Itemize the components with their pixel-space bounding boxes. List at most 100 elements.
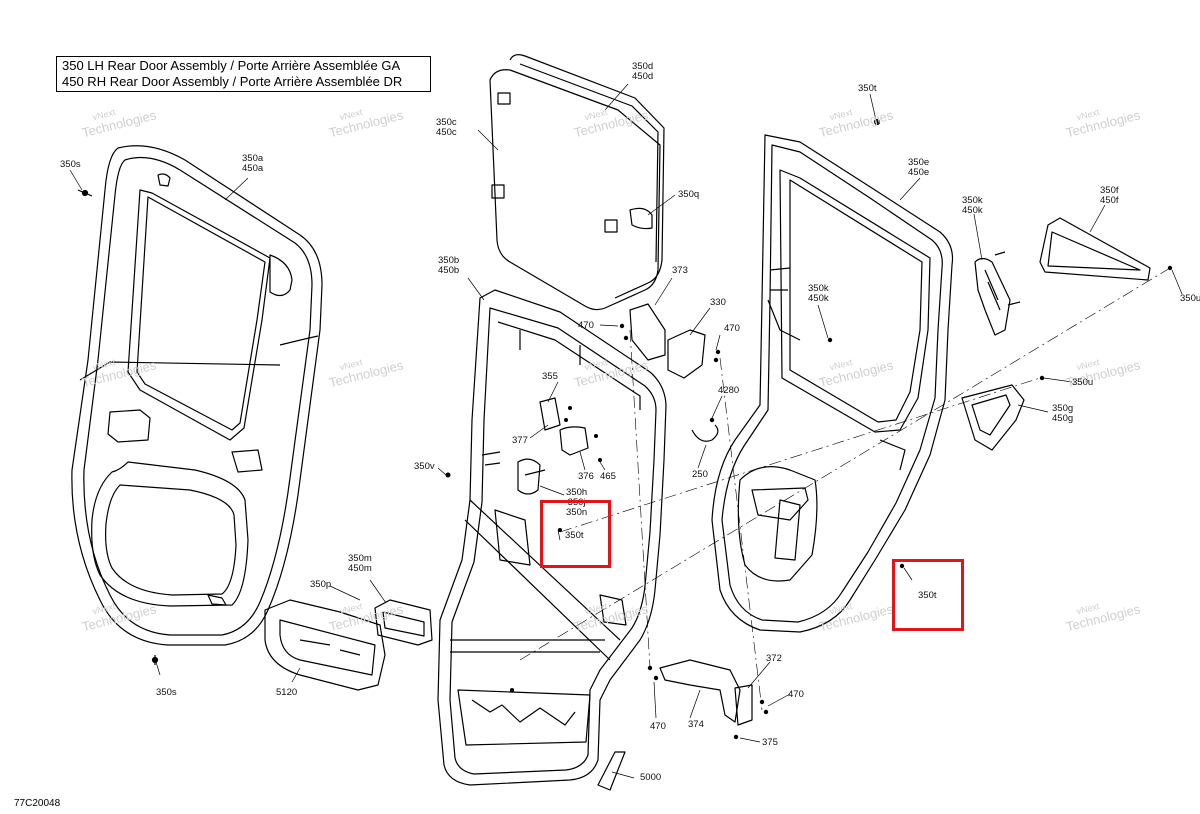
part-number: 450g [1052,413,1074,424]
callout-350u-b: 350u [1072,378,1093,388]
callout-4280: 4280 [718,386,739,396]
right-door-panel [711,134,954,633]
callout-5000: 5000 [640,773,661,783]
bumper-strip [597,751,626,791]
leader-lines [69,83,1183,779]
part-number: 450k [808,293,829,304]
storage-pocket [264,599,386,691]
part-number: 450m [348,563,372,574]
callout-376: 376 [578,472,594,482]
part-number: 470 [788,689,804,700]
callout-465: 465 [600,472,616,482]
diagram-title-box: 350 LH Rear Door Assembly / Porte Arrièr… [56,56,431,92]
part-number: 350m [348,553,372,564]
callout-377: 377 [512,436,528,446]
callout-470-b: 470 [724,324,740,334]
part-number: 5000 [640,772,662,783]
part-number: 373 [672,265,688,276]
cover-plate [1039,217,1151,281]
part-number: 350d [632,61,654,72]
callout-350t-top: 350t [858,84,877,94]
part-number: 377 [512,435,528,446]
callout-374: 374 [688,720,704,730]
part-number: 5120 [276,687,298,698]
callout-5120: 5120 [276,688,297,698]
part-number: 350t [918,590,937,601]
part-number: 376 [578,471,594,482]
part-number: 450c [436,127,457,138]
part-number: 350e [908,157,930,168]
part-number: 350s [156,687,177,698]
part-number: 350g [1052,403,1074,414]
document-code: 77C20048 [14,798,61,809]
part-number: 374 [688,719,704,730]
part-number: 350u [1072,377,1094,388]
part-number: 350f [1100,185,1119,196]
part-number: 350k [808,283,829,294]
callout-375: 375 [762,738,778,748]
callout-250: 250 [692,470,708,480]
part-number: 450f [1100,195,1119,206]
highlight-box-350t-center [540,500,611,568]
part-number: 350p [310,579,332,590]
left-door-panel [71,145,323,646]
callout-470-a: 470 [578,321,594,331]
callout-350p: 350p [310,580,331,590]
part-number: 350c [436,117,457,128]
hinge-brackets [629,303,753,726]
callout-350u-a: 350u [1180,294,1200,304]
title-line-1: 350 LH Rear Door Assembly / Porte Arrièr… [62,58,401,73]
title-line-2: 450 RH Rear Door Assembly / Porte Arrièr… [62,74,403,89]
part-number: 350s [60,159,81,170]
fasteners [445,265,1173,740]
part-number: 450d [632,71,654,82]
callout-350s-bottom: 350s [156,688,177,698]
part-number: 350q [678,189,700,200]
part-number: 350n [566,507,588,518]
part-number: 330 [710,297,726,308]
part-number: 450a [242,163,264,174]
exterior-handle [974,257,1011,336]
assembly-axes [519,267,1171,711]
part-number: 250 [692,469,708,480]
check-strap [691,424,719,442]
callout-350q: 350q [678,190,699,200]
part-number: 465 [600,471,616,482]
latch-assembly [517,397,589,495]
callout-330: 330 [710,298,726,308]
callout-470-d: 470 [788,690,804,700]
part-number: 350a [242,153,264,164]
callout-350v: 350v [414,462,435,472]
part-number: 350v [414,461,435,472]
part-number: 470 [578,320,594,331]
callout-350t-box: 350t [565,531,584,541]
callout-373: 373 [672,266,688,276]
part-number: 372 [766,653,782,664]
part-number: 350k [962,195,983,206]
part-number: 355 [542,371,558,382]
part-number: 4280 [718,385,740,396]
corner-bracket [961,384,1025,451]
part-number: 450e [908,167,930,178]
callout-350s-top: 350s [60,160,81,170]
interior-handle [374,599,433,646]
part-number: 470 [650,721,666,732]
glass-window [489,54,665,311]
part-number: 350h [566,487,588,498]
part-number: 375 [762,737,778,748]
callout-470-c: 470 [650,722,666,732]
callout-355: 355 [542,372,558,382]
door-frame [437,289,667,786]
part-number: 350t [565,530,584,541]
part-number: 350u [1180,293,1200,304]
part-number: 470 [724,323,740,334]
